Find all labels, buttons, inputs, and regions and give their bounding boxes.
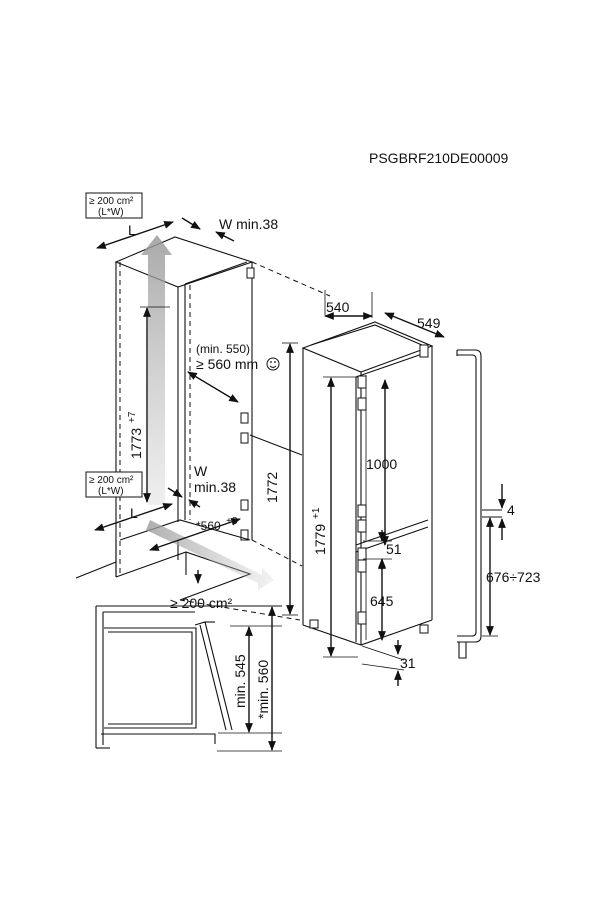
niche-drawing [75, 236, 331, 621]
svg-text:≥ 200 cm²: ≥ 200 cm² [89, 475, 134, 486]
svg-text:≥ 200 cm²: ≥ 200 cm² [89, 196, 134, 207]
svg-text:676÷723: 676÷723 [486, 569, 541, 585]
svg-text:*560: *560 [196, 519, 221, 533]
svg-text:W: W [194, 463, 208, 479]
door-profile [456, 349, 502, 659]
svg-text:+1: +1 [311, 507, 322, 519]
svg-text:(min. 550): (min. 550) [196, 342, 250, 356]
vent-mid-label: ≥ 200 cm² (L*W) [85, 471, 143, 498]
dim-1773: 1773 +7 [127, 306, 170, 503]
svg-text:+7: +7 [127, 411, 138, 423]
dim-4: 4 [498, 484, 515, 540]
airflow-arrows [141, 235, 274, 590]
dim-645: 645 [370, 559, 394, 641]
svg-text:1779: 1779 [312, 524, 328, 555]
svg-text:549: 549 [417, 315, 441, 331]
dim-1000: 1000 [366, 379, 397, 546]
dim-549: 549 [384, 312, 445, 338]
svg-text:W min.38: W min.38 [219, 216, 278, 232]
dim-w-mid: W min.38 [167, 463, 236, 509]
dim-depth-560: (min. 550) ≥ 560 mm [187, 342, 280, 403]
svg-text:*min. 560: *min. 560 [255, 660, 271, 719]
dim-676-723: 676÷723 [482, 516, 541, 637]
appliance-drawing [301, 321, 434, 646]
dim-1772: 1772 [249, 342, 303, 616]
svg-text:(L*W): (L*W) [98, 207, 124, 218]
svg-text:min.38: min.38 [194, 479, 236, 495]
svg-text:4: 4 [507, 502, 515, 518]
svg-text:1772: 1772 [264, 472, 280, 503]
vent-top-label: ≥ 200 cm² (L*W) [85, 192, 143, 219]
smiley-icon [266, 357, 280, 371]
dim-l-bottom: L [94, 503, 173, 531]
svg-text:31: 31 [400, 655, 416, 671]
svg-text:(L*W): (L*W) [98, 486, 124, 497]
product-code: PSGBRF210DE00009 [369, 150, 509, 166]
svg-text:+8: +8 [226, 516, 238, 527]
svg-text:645: 645 [370, 593, 394, 609]
svg-text:min. 545: min. 545 [232, 654, 248, 708]
svg-text:1000: 1000 [366, 456, 397, 472]
svg-text:L: L [130, 505, 138, 521]
dim-w-top: W min.38 [181, 216, 278, 242]
vent-bottom-label: ≥ 200 cm² [170, 570, 232, 611]
svg-text:L: L [128, 222, 136, 238]
dim-540: 540 [324, 290, 373, 320]
dim-560: *560 +8 [149, 516, 241, 551]
svg-text:1773: 1773 [128, 428, 144, 459]
dim-l-top: L [96, 221, 174, 249]
svg-text:≥ 560 mm: ≥ 560 mm [196, 356, 258, 372]
svg-text:51: 51 [386, 541, 402, 557]
dim-min-560: *min. 560 [255, 606, 276, 751]
dim-min-545: min. 545 [232, 626, 253, 733]
dim-1779: 1779 +1 [311, 376, 358, 658]
svg-text:540: 540 [326, 299, 350, 315]
svg-text:≥ 200 cm²: ≥ 200 cm² [170, 595, 232, 611]
dim-31: 31 [361, 640, 416, 686]
